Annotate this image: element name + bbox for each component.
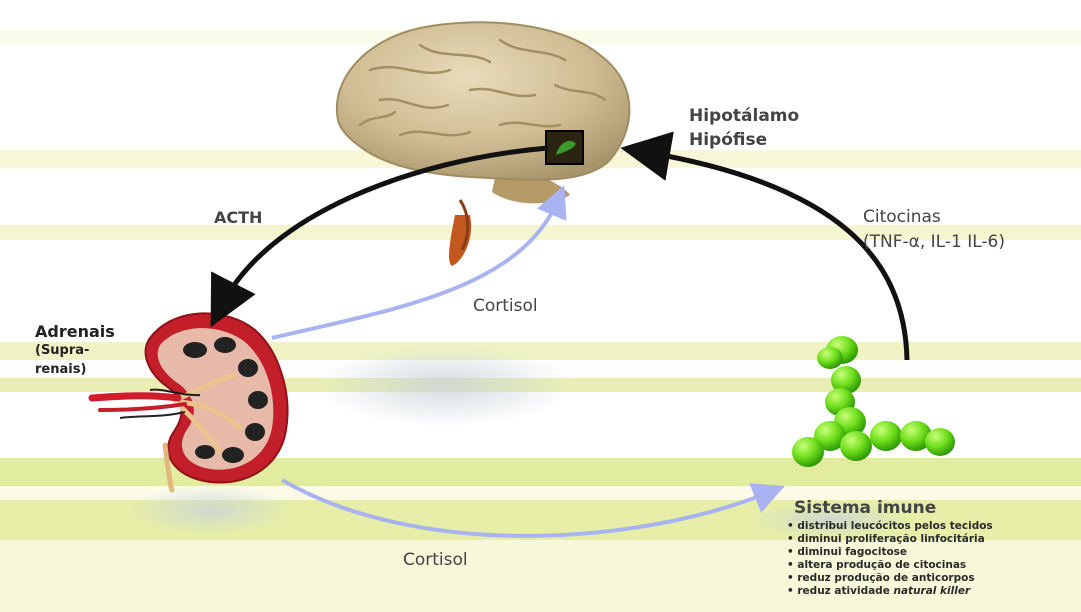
- brain-icon: [337, 22, 630, 266]
- cytokines-detail: (TNF-α, IL-1 IL-6): [863, 230, 1005, 255]
- last-effect-prefix: reduz atividade: [797, 585, 893, 597]
- kidney-shadow: [130, 485, 290, 535]
- immune-system-box: Sistema imune distribui leucócitos pelos…: [794, 498, 993, 598]
- list-item: reduz atividade natural killer: [787, 585, 993, 598]
- adrenal-sub-2: renais): [35, 360, 115, 379]
- hypothalamus-label: Hipotálamo: [689, 104, 799, 128]
- cytokines-title: Citocinas: [863, 205, 1005, 230]
- list-item: diminui proliferação linfocitária: [787, 533, 993, 546]
- pituitary-label: Hipófise: [689, 128, 799, 152]
- cortisol-label-bottom: Cortisol: [403, 550, 468, 570]
- adrenal-sub-1: (Supra-: [35, 341, 115, 360]
- acth-label: ACTH: [214, 208, 262, 227]
- cytokines-arrow: [645, 152, 907, 360]
- hypothalamus-pituitary-label: Hipotálamo Hipófise: [689, 104, 799, 152]
- brain-shadow: [315, 343, 575, 427]
- cortisol-label-top: Cortisol: [473, 296, 538, 316]
- immune-system-title: Sistema imune: [794, 498, 993, 518]
- last-effect-italic: natural killer: [893, 585, 970, 597]
- adrenal-label: Adrenais (Supra- renais): [35, 322, 115, 379]
- list-item: distribui leucócitos pelos tecidos: [787, 520, 993, 533]
- list-item: altera produção de citocinas: [787, 559, 993, 572]
- list-item: reduz produção de anticorpos: [787, 572, 993, 585]
- cytokines-label: Citocinas (TNF-α, IL-1 IL-6): [863, 205, 1005, 255]
- kidney-icon: [92, 313, 288, 490]
- list-item: diminui fagocitose: [787, 546, 993, 559]
- immune-effects-list: distribui leucócitos pelos tecidos dimin…: [787, 520, 993, 598]
- adrenal-title: Adrenais: [35, 322, 115, 341]
- cortisol-arrow-to-immune: [282, 480, 770, 536]
- immune-cells-icon: [792, 336, 955, 467]
- cortisol-arrow-to-brain: [272, 200, 558, 338]
